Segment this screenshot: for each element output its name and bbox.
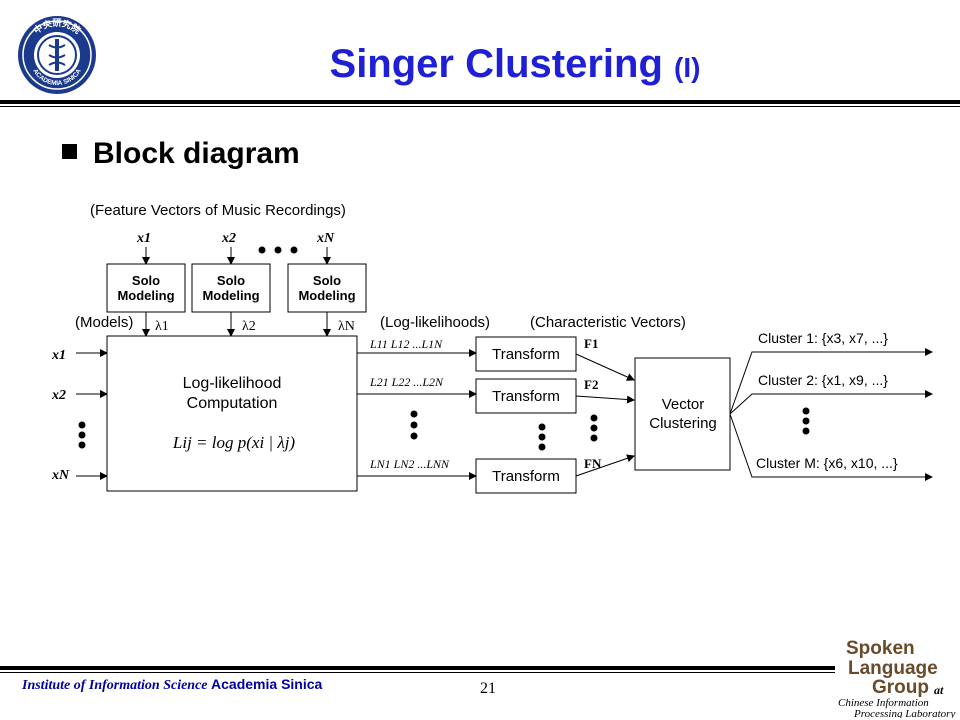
solo-modeling-box-2: Solo Modeling	[191, 263, 271, 313]
slide-title-suffix: (I)	[674, 52, 701, 83]
solo-modeling-box-N: Solo Modeling	[287, 263, 367, 313]
block-diagram: (Feature Vectors of Music Recordings) (M…	[51, 202, 933, 494]
cluster-1-label: Cluster 1: {x3, x7, ...}	[758, 330, 888, 346]
loglik-rows-ellipsis	[410, 410, 418, 440]
cluster-2-label: Cluster 2: {x1, x9, ...}	[758, 372, 888, 388]
vector-clustering-line2: Clustering	[649, 415, 717, 432]
vector-clustering-line1: Vector	[662, 396, 705, 413]
loglik-row-2: L21 L22 ...L2N	[369, 375, 444, 389]
loglik-row-N: LN1 LN2 ...LNN	[369, 457, 450, 471]
char-vector-F1: F1	[584, 336, 598, 351]
solo-box-1-line1: Solo	[132, 273, 160, 288]
characteristic-vectors-caption: (Characteristic Vectors)	[530, 314, 686, 331]
char-vector-F2: F2	[584, 377, 598, 392]
loglik-box-line2: Computation	[187, 395, 278, 412]
top-input-x2: x2	[221, 231, 236, 246]
solo-box-1-line2: Modeling	[117, 288, 174, 303]
lambda-N: λN	[338, 319, 355, 334]
top-divider-thin	[0, 106, 960, 107]
logo-lab-line2: Processing Laboratory	[853, 708, 955, 718]
footer-institute-name: Institute of Information Science	[22, 678, 208, 693]
left-input-x1: x1	[51, 348, 66, 363]
academia-sinica-seal-icon: 中央研究院 ACADEMIA SINICA	[18, 16, 96, 94]
logo-line3: Group	[872, 677, 929, 698]
loglikelihoods-caption: (Log-likelihoods)	[380, 314, 490, 331]
logo-at: at	[934, 683, 944, 697]
bullet-text: Block diagram	[93, 137, 300, 170]
transform-ellipsis	[538, 423, 546, 451]
left-input-xN: xN	[51, 468, 70, 483]
left-input-x2: x2	[51, 388, 66, 403]
transform-N-label: Transform	[492, 468, 560, 485]
vector-clustering-box: Vector Clustering	[634, 357, 731, 471]
transform-box-N: Transform	[475, 458, 577, 494]
char-vectors-ellipsis	[590, 414, 598, 442]
spoken-language-group-logo-icon: Spoken Language Group at Chinese Informa…	[838, 638, 955, 718]
solo-box-N-line1: Solo	[313, 273, 341, 288]
cluster-M-label: Cluster M: {x6, x10, ...}	[756, 455, 898, 471]
models-caption: (Models)	[75, 314, 133, 331]
transform-box-1: Transform	[475, 336, 577, 372]
loglik-box-line1: Log-likelihood	[183, 375, 282, 392]
char-vector-FN: FN	[584, 456, 602, 471]
solo-modeling-box-1: Solo Modeling	[106, 263, 186, 313]
clusters-ellipsis	[802, 407, 810, 435]
solo-box-2-line2: Modeling	[202, 288, 259, 303]
top-inputs-ellipsis	[258, 246, 298, 254]
page-number: 21	[480, 680, 496, 697]
solo-box-2-line1: Solo	[217, 273, 245, 288]
left-inputs-ellipsis	[78, 421, 86, 449]
lambda-2: λ2	[242, 319, 256, 334]
bullet-square-icon	[62, 144, 77, 159]
slide-title: Singer Clustering (I)	[0, 42, 960, 87]
loglikelihood-computation-box: Log-likelihood Computation Lij = log p(x…	[106, 335, 358, 492]
transform-2-label: Transform	[492, 388, 560, 405]
loglik-formula: Lij = log p(xi | λj)	[172, 433, 296, 452]
lambda-1: λ1	[155, 319, 169, 334]
bottom-divider-thin	[0, 672, 835, 673]
slide-title-main: Singer Clustering	[329, 42, 663, 86]
footer-institute: Institute of Information Science Academi…	[22, 676, 322, 694]
logo-line2: Language	[848, 658, 938, 679]
transform-1-label: Transform	[492, 346, 560, 363]
logo-line1: Spoken	[846, 638, 915, 659]
solo-box-N-line2: Modeling	[298, 288, 355, 303]
top-input-xN: xN	[316, 231, 335, 246]
bullet-item: Block diagram	[62, 137, 300, 171]
transform-box-2: Transform	[475, 378, 577, 414]
loglik-row-1: L11 L12 ...L1N	[369, 337, 443, 351]
top-input-x1: x1	[136, 231, 151, 246]
top-divider	[0, 100, 960, 104]
footer-academia-name: Academia Sinica	[211, 676, 323, 692]
logo-lab-line1: Chinese Information	[838, 697, 929, 709]
feature-vectors-caption: (Feature Vectors of Music Recordings)	[90, 202, 346, 219]
bottom-divider	[0, 666, 835, 670]
